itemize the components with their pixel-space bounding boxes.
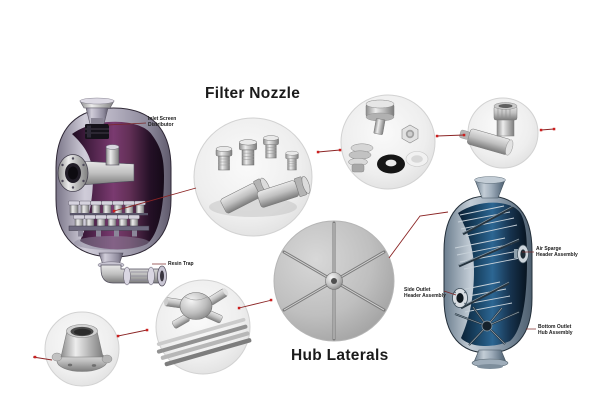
side-outlet-header-label: Side Outlet Header Assembly xyxy=(404,286,446,299)
resin-trap xyxy=(97,252,167,287)
left-vessel-illustration xyxy=(55,97,172,287)
nozzle-assembled-photo-circle xyxy=(459,97,539,169)
connector-assembled-to-right xyxy=(540,128,555,131)
connector-filter-to-parts xyxy=(317,149,341,153)
filter-nozzle-title: Filter Nozzle xyxy=(205,85,301,102)
resin-trap-label: Resin Trap xyxy=(168,260,194,267)
leader-inlet-screen xyxy=(107,122,147,126)
air-sparge-header-label: Air Sparge Header Assembly xyxy=(536,246,578,259)
hub-cross-laterals-photo-circle xyxy=(155,279,252,375)
right-vessel-illustration xyxy=(443,176,533,369)
inlet-screen-distributor-label: Inlet Screen Distributor xyxy=(148,116,177,129)
top-flange xyxy=(474,176,506,199)
connector-parts-to-assembled xyxy=(436,134,465,137)
connector-plate-to-filter-circle xyxy=(113,187,197,212)
bottom-flange xyxy=(471,349,509,369)
side-outlet-header-assembly xyxy=(452,281,513,313)
connector-endpoint-dots xyxy=(33,127,556,359)
connector-disc-to-right-vessel xyxy=(388,211,449,259)
nozzle-plate xyxy=(68,200,150,237)
label-leader-lines xyxy=(107,122,536,330)
hub-laterals-title: Hub Laterals xyxy=(291,347,389,364)
air-sparge-header-assembly xyxy=(454,205,529,270)
inlet-screen-distributor xyxy=(85,124,109,139)
hub-body-photo-circle xyxy=(44,311,120,387)
filter-nozzle-photo-circle xyxy=(193,117,313,237)
hub-lateral-disc-photo-circle xyxy=(273,220,395,342)
side-inlet-pipe xyxy=(57,144,135,192)
nozzle-parts-photo-circle xyxy=(340,94,436,190)
connector-hub-cross-to-disc xyxy=(238,299,273,309)
bottom-outlet-hub-assembly xyxy=(454,306,520,346)
leader-side-outlet xyxy=(443,290,457,296)
connector-hub-body-to-hub-cross xyxy=(117,329,148,337)
connector-lines xyxy=(32,128,555,361)
bottom-outlet-hub-label: Bottom Outlet Hub Assembly xyxy=(538,324,573,337)
